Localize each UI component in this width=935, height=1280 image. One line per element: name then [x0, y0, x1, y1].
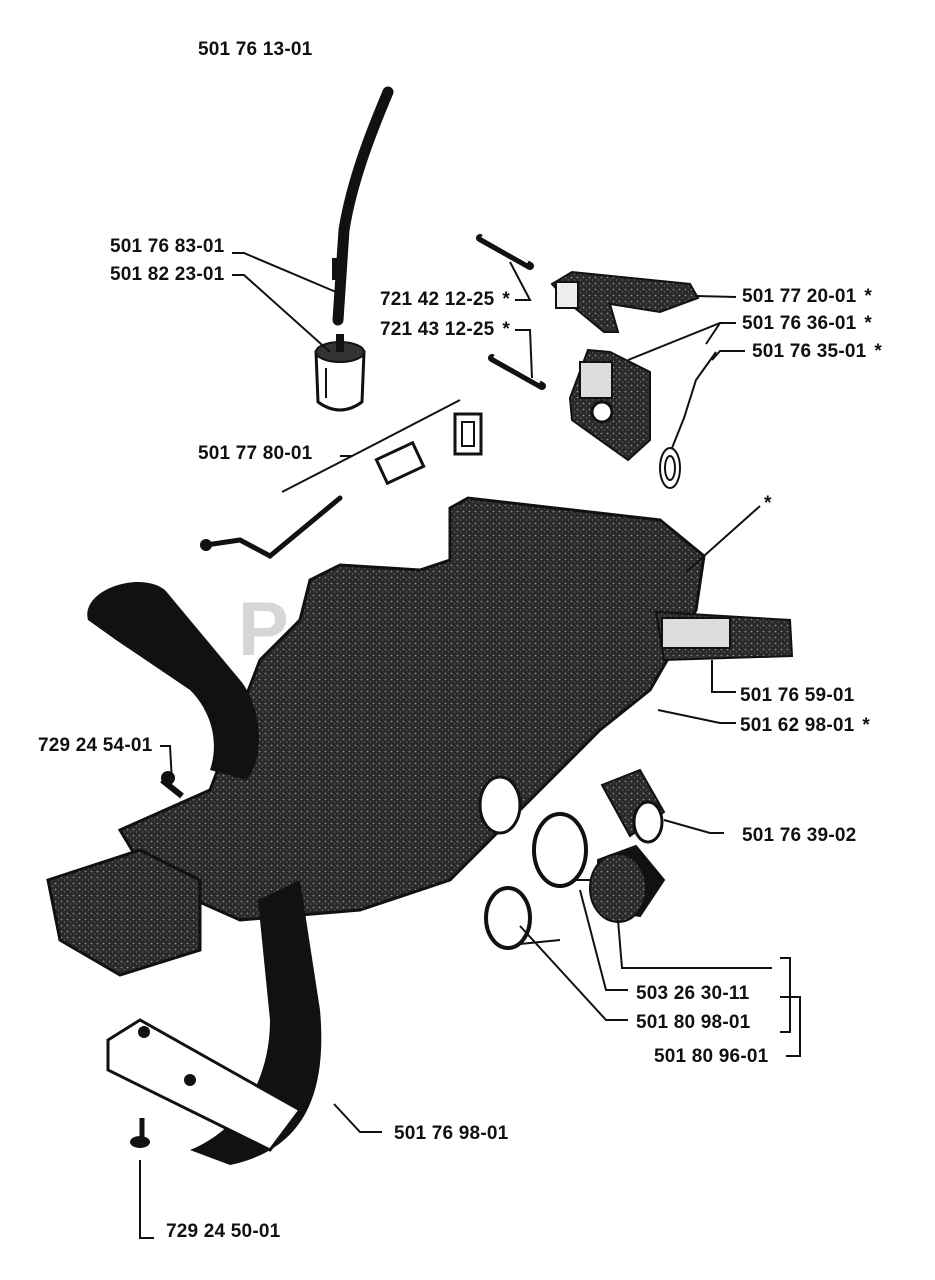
- label-bushing: 501 76 39-02: [742, 825, 857, 846]
- pin-b: [488, 354, 546, 390]
- hose-connector: [332, 258, 346, 280]
- label-throttle-rod: 501 77 80-01: [198, 443, 313, 464]
- label-throttle-lockout: 501 76 36-01*: [742, 313, 872, 334]
- throttle-lockout: [568, 348, 651, 462]
- label-filter: 501 82 23-01: [110, 264, 225, 285]
- label-pin-a: 721 42 12-25*: [380, 289, 510, 310]
- label-throttle-trigger: 501 77 20-01*: [742, 286, 872, 307]
- fuel-cap: [589, 844, 666, 923]
- label-hose-a: 501 76 83-01: [110, 236, 225, 257]
- label-seal: 501 80 98-01: [636, 1012, 751, 1033]
- label-cap: 503 26 30-11: [636, 983, 750, 1004]
- label-fuel-hose: 501 76 13-01: [198, 39, 313, 60]
- leader-lines: [139, 252, 801, 1239]
- throttle-trigger: [550, 270, 700, 333]
- pin-a: [476, 234, 534, 270]
- fuel-hose: [332, 86, 394, 326]
- label-handle-star: *: [764, 493, 772, 514]
- label-front-handle: 501 76 98-01: [394, 1123, 509, 1144]
- front-handle: [87, 581, 322, 1165]
- label-pin-b: 721 43 12-25*: [380, 319, 510, 340]
- label-tank-housing: 501 62 98-01*: [740, 715, 870, 736]
- screw-bottom: [130, 1118, 150, 1148]
- bushing: [600, 768, 666, 844]
- spring: [659, 351, 717, 489]
- label-screw-bottom: 729 24 50-01: [166, 1221, 281, 1242]
- tank-housing: [117, 496, 794, 922]
- fuel-filter: [314, 334, 366, 412]
- label-screw-top: 729 24 54-01: [38, 735, 153, 756]
- rear-handle: [46, 848, 202, 977]
- label-cap-kit: 501 80 96-01: [654, 1046, 769, 1067]
- label-spring: 501 76 35-01*: [752, 341, 882, 362]
- throttle-rod: [200, 412, 483, 559]
- label-rear-spike: 501 76 59-01: [740, 685, 855, 706]
